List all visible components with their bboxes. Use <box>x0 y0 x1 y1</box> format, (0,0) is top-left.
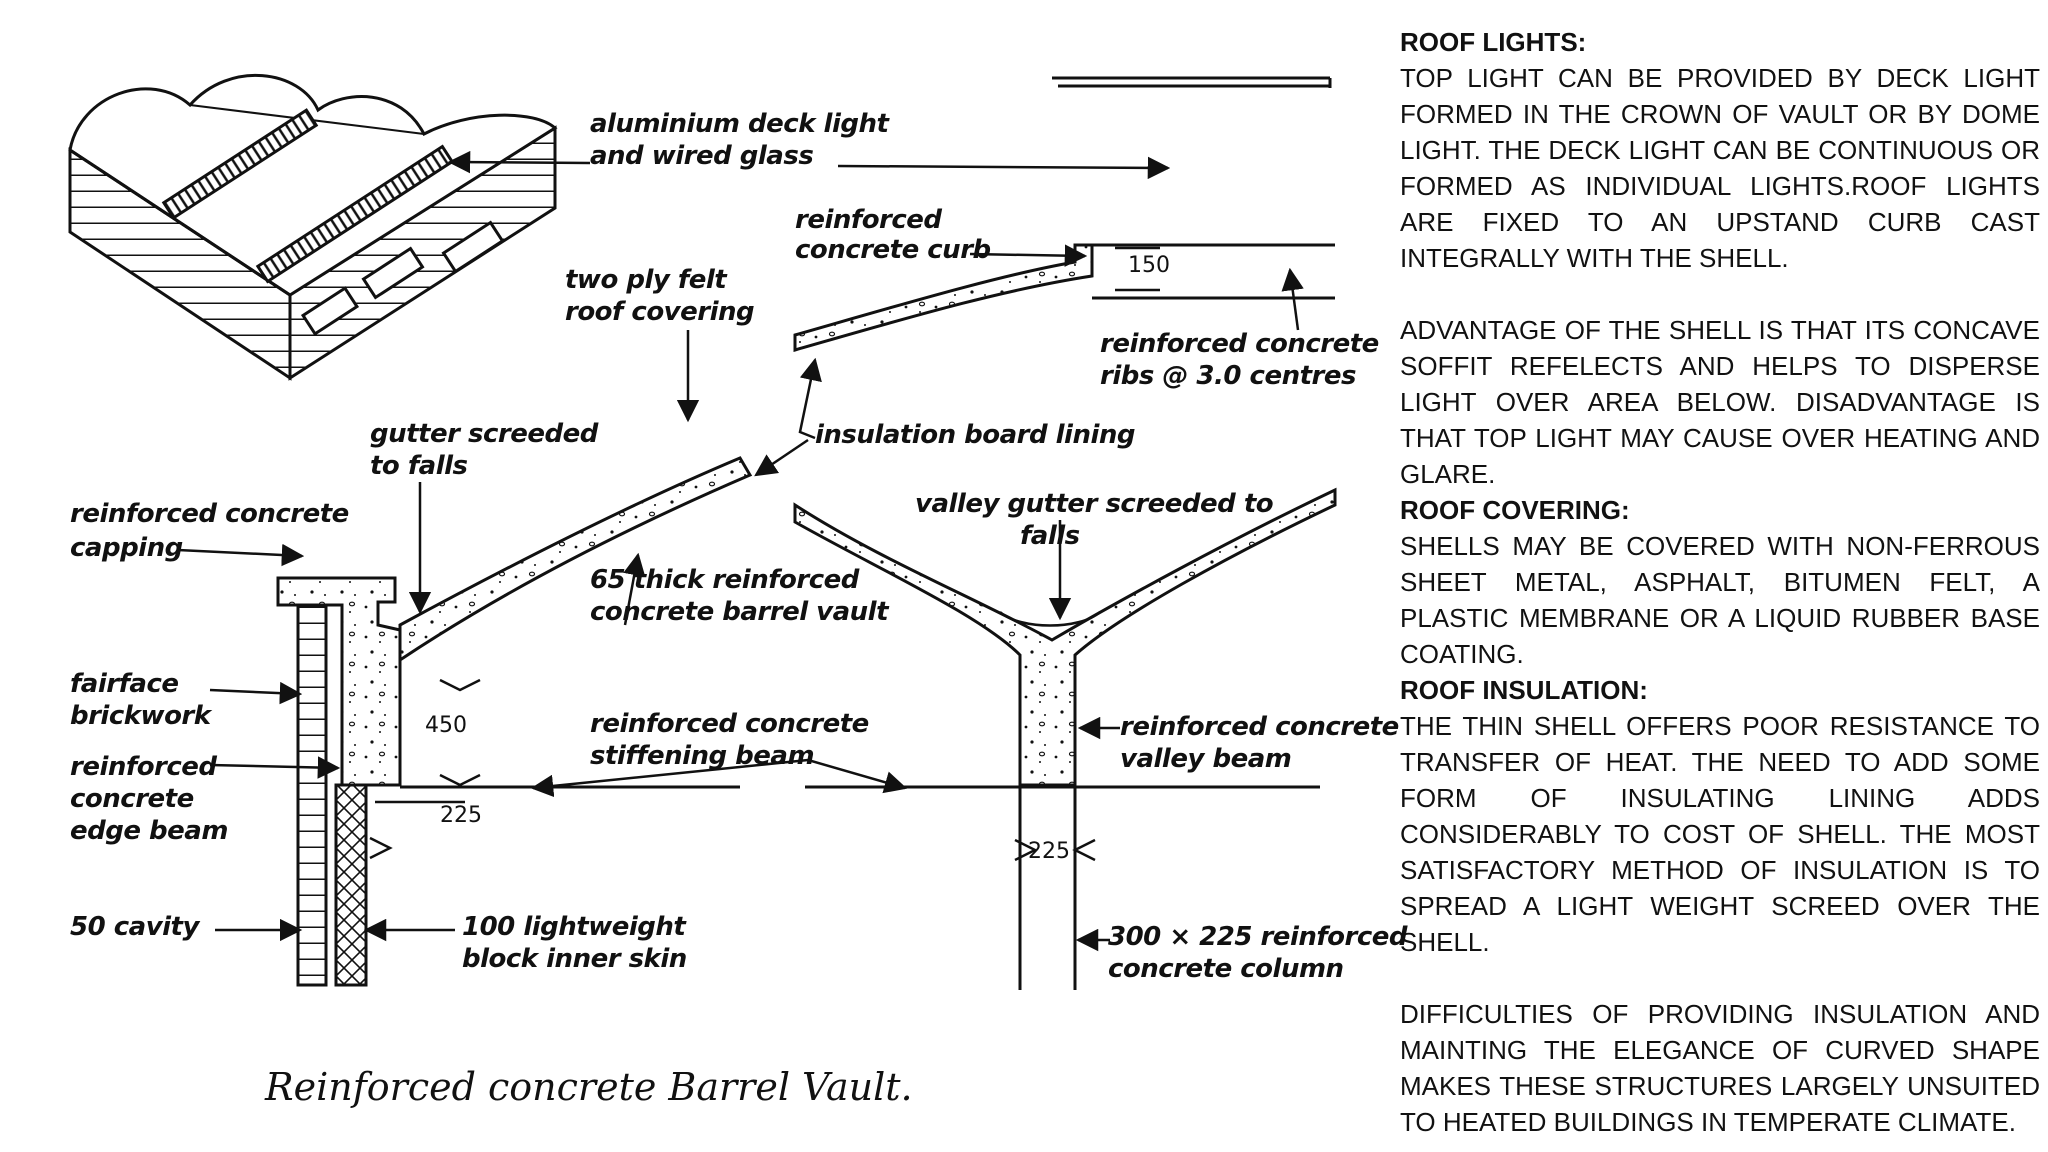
roof-insulation-heading: ROOF INSULATION: <box>1400 675 1648 705</box>
label-valley-beam: reinforced concrete valley beam <box>1120 712 1407 774</box>
label-block: 100 lightweight block inner skin <box>462 912 694 974</box>
notes-panel: ROOF LIGHTS: TOP LIGHT CAN BE PROVIDED B… <box>1400 24 2040 1140</box>
label-column: 300 × 225 reinforced concrete column <box>1108 922 1416 984</box>
roof-lights-heading: ROOF LIGHTS: <box>1400 27 1587 57</box>
roof-covering-heading: ROOF COVERING: <box>1400 495 1630 525</box>
isometric-vault-building <box>68 73 558 381</box>
label-valley-gutter: valley gutter screeded to falls <box>915 489 1282 551</box>
label-edge-beam: reinforced concrete edge beam <box>70 752 228 846</box>
label-capping: reinforced concrete capping <box>70 499 357 563</box>
spacer <box>1400 960 2040 996</box>
upper-shell <box>793 243 1335 352</box>
label-gutter: gutter screeded to falls <box>370 419 606 481</box>
label-insulation: insulation board lining <box>815 420 1135 450</box>
dimension-marks <box>369 246 1160 862</box>
label-felt: two ply felt roof covering <box>565 265 754 327</box>
deck-light-glazing <box>1052 76 1332 88</box>
advantage-text: ADVANTAGE OF THE SHELL IS THAT ITS CONCA… <box>1400 315 2040 489</box>
diagram-labels: aluminium deck light and wired glass rei… <box>70 109 1416 1109</box>
dim-edge-width: 225 <box>440 803 482 828</box>
label-cavity: 50 cavity <box>70 912 200 942</box>
label-stiffening-beam: reinforced concrete stiffening beam <box>590 709 877 771</box>
roof-covering-text: SHELLS MAY BE COVERED WITH NON-FERROUS S… <box>1400 531 2040 669</box>
spacer <box>1400 276 2040 312</box>
valley-section <box>793 487 1337 990</box>
label-vault: 65 thick reinforced concrete barrel vaul… <box>590 565 890 627</box>
roof-lights-text: TOP LIGHT CAN BE PROVIDED BY DECK LIGHT … <box>1400 63 2040 273</box>
label-deck-light: aluminium deck light and wired glass <box>590 109 897 171</box>
dim-curb-height: 150 <box>1128 253 1170 278</box>
difficulties-text: DIFFICULTIES OF PROVIDING INSULATION AND… <box>1400 999 2040 1137</box>
dim-valley-width: 225 <box>1028 839 1070 864</box>
edge-wall <box>276 456 753 987</box>
roof-insulation-text: THE THIN SHELL OFFERS POOR RESISTANCE TO… <box>1400 711 2040 957</box>
diagram-caption: Reinforced concrete Barrel Vault. <box>264 1065 913 1109</box>
label-ribs: reinforced concrete ribs @ 3.0 centres <box>1100 329 1387 391</box>
dim-beam-depth: 450 <box>425 713 467 738</box>
barrel-vault-diagram: aluminium deck light and wired glass rei… <box>68 73 1408 1109</box>
leader-lines <box>177 150 1304 952</box>
label-curb: reinforced concrete curb <box>795 205 991 265</box>
label-brick: fairface brickwork <box>70 669 213 731</box>
